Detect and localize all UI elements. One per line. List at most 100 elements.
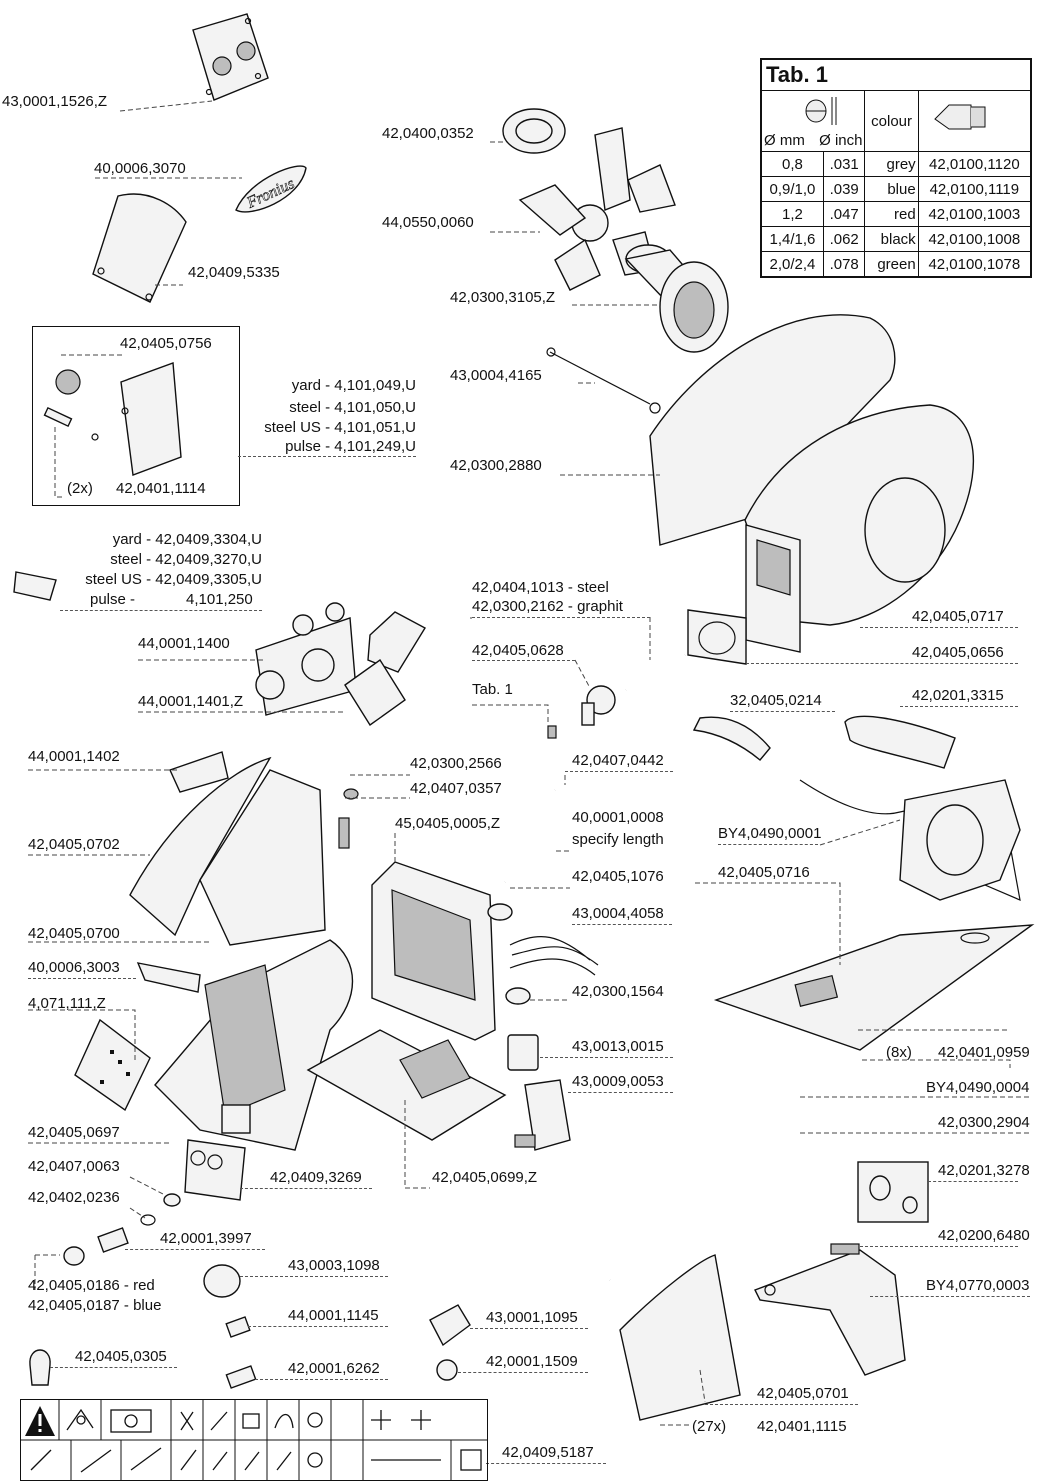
spring-part [692, 716, 771, 761]
part-label: 42,0401,1115 [757, 1418, 847, 1435]
part-label: 42,0200,6480 [938, 1227, 1030, 1244]
part-label: 42,0401,0959 [938, 1044, 1030, 1061]
mm-column-label: Ø mm [764, 132, 805, 149]
fittings-part [29, 1193, 471, 1389]
part-label: 42,0405,0702 [28, 836, 120, 853]
leader-line [240, 1276, 388, 1277]
leader-line [125, 1249, 265, 1250]
part-label: BY4,0490,0004 [926, 1079, 1030, 1096]
center-housing-part [371, 861, 496, 1041]
cell-mm: 0,8 [761, 151, 824, 177]
seal-frame-part [687, 609, 747, 665]
part-label: 42,0001,3997 [160, 1230, 252, 1247]
solenoid-valve-part [507, 1034, 571, 1151]
leader-line [746, 663, 1018, 664]
part-label: 44,0001,1145 [288, 1307, 379, 1324]
colour-column-label: colour [864, 90, 919, 152]
warning-sticker-part [20, 1399, 488, 1481]
part-label: steel US - 42,0409,3305,U [85, 571, 262, 588]
part-label: (8x) [886, 1044, 912, 1061]
wire-diameter-table: Tab. 1 Ø mm Ø inch colour [760, 58, 1032, 278]
part-label: Tab. 1 [472, 681, 513, 698]
part-label: yard - 42,0409,3304,U [112, 531, 262, 548]
part-label: 42,0409,5187 [502, 1444, 594, 1461]
part-label: specify length [572, 831, 664, 848]
part-label: 43,0004,4165 [450, 367, 542, 384]
part-label: 42,0201,3278 [938, 1162, 1030, 1179]
part-label: 42,0405,0656 [912, 644, 1004, 661]
cell-inch: .031 [822, 151, 866, 177]
nozzle-icon-header: Ø mm Ø inch [760, 90, 866, 152]
part-label: 42,0409,3269 [270, 1169, 362, 1186]
leader-lines [28, 100, 1030, 1426]
part-label: 44,0001,1400 [138, 635, 230, 652]
leader-line [240, 1188, 372, 1189]
base-plate-part [713, 924, 1035, 1051]
part-label: steel - 42,0409,3270,U [110, 551, 262, 568]
leader-line [540, 1057, 673, 1058]
cable-part [546, 347, 661, 414]
part-label: 42,0300,2880 [450, 457, 542, 474]
leader-line [705, 1404, 858, 1405]
part-label: 42,0300,2904 [938, 1114, 1030, 1131]
part-label: pulse - 4,101,249,U [285, 438, 416, 455]
cell-part: 42,0100,1008 [917, 226, 1032, 252]
part-label: 42,0404,1013 - steel [472, 579, 609, 596]
part-label: 43,0009,0053 [572, 1073, 664, 1090]
cell-colour: red [864, 201, 919, 227]
leader-line [472, 660, 575, 661]
leader-line [255, 1379, 388, 1380]
leader-line [900, 706, 1018, 707]
leader-line [248, 1326, 388, 1327]
part-label: 40,0006,3070 [94, 160, 186, 177]
leader-line [50, 1367, 177, 1368]
part-label: 42,0401,1114 [116, 480, 206, 497]
part-label: 43,0013,0015 [572, 1038, 664, 1055]
part-label: 42,0300,3105,Z [450, 289, 556, 306]
warning-sticker-drawing [21, 1400, 487, 1480]
fan-impeller-part [518, 127, 676, 291]
guide-tube-part [547, 651, 687, 739]
leader-line [572, 924, 672, 925]
part-label: 42,0400,0352 [382, 125, 474, 142]
part-label: 42,0407,0357 [410, 780, 502, 797]
cell-inch: .039 [822, 176, 866, 202]
control-panel-part [192, 13, 269, 101]
cell-part: 42,0100,1120 [917, 151, 1032, 177]
side-frame-tube-part [597, 1067, 813, 1318]
side-cover-part [619, 1254, 741, 1421]
part-label: 44,0001,1402 [28, 748, 120, 765]
part-label: 42,0201,3315 [912, 687, 1004, 704]
part-label: 42,0001,6262 [288, 1360, 380, 1377]
part-label: 42,0405,0717 [912, 608, 1004, 625]
contact-tip-diameter-icon [805, 97, 837, 125]
leader-line [28, 978, 136, 979]
wire-feed-drive-part [255, 602, 426, 727]
part-label: 42,0402,0236 [28, 1189, 120, 1206]
part-label: 42,0405,0697 [28, 1124, 120, 1141]
cell-mm: 1,4/1,6 [761, 226, 824, 252]
part-label: 42,0405,0305 [75, 1348, 167, 1365]
part-label: 42,0405,0700 [28, 925, 120, 942]
cell-part: 42,0100,1119 [917, 176, 1032, 202]
control-panel-subassembly-box [32, 326, 240, 506]
film-plate-drawing [13, 571, 57, 601]
cell-colour: green [864, 251, 919, 277]
pcb-board-part [74, 1018, 151, 1112]
cell-colour: grey [864, 151, 919, 177]
leader-line [870, 1296, 1030, 1297]
cell-part: 42,0100,1078 [917, 251, 1032, 277]
part-label: 45,0405,0005,Z [395, 815, 501, 832]
part-label: (2x) [67, 480, 93, 497]
leader-line [565, 771, 673, 772]
part-label: 4,071,111,Z [28, 995, 106, 1012]
part-label: 42,0405,0186 - red [28, 1277, 155, 1294]
leader-line [472, 617, 650, 618]
chassis-frame-part [799, 779, 1021, 901]
leader-line [458, 1372, 588, 1373]
part-label: 42,0405,0756 [120, 335, 212, 352]
cell-inch: .047 [822, 201, 866, 227]
part-label: 42,0405,0187 - blue [28, 1297, 162, 1314]
bracket-part [754, 1243, 906, 1376]
